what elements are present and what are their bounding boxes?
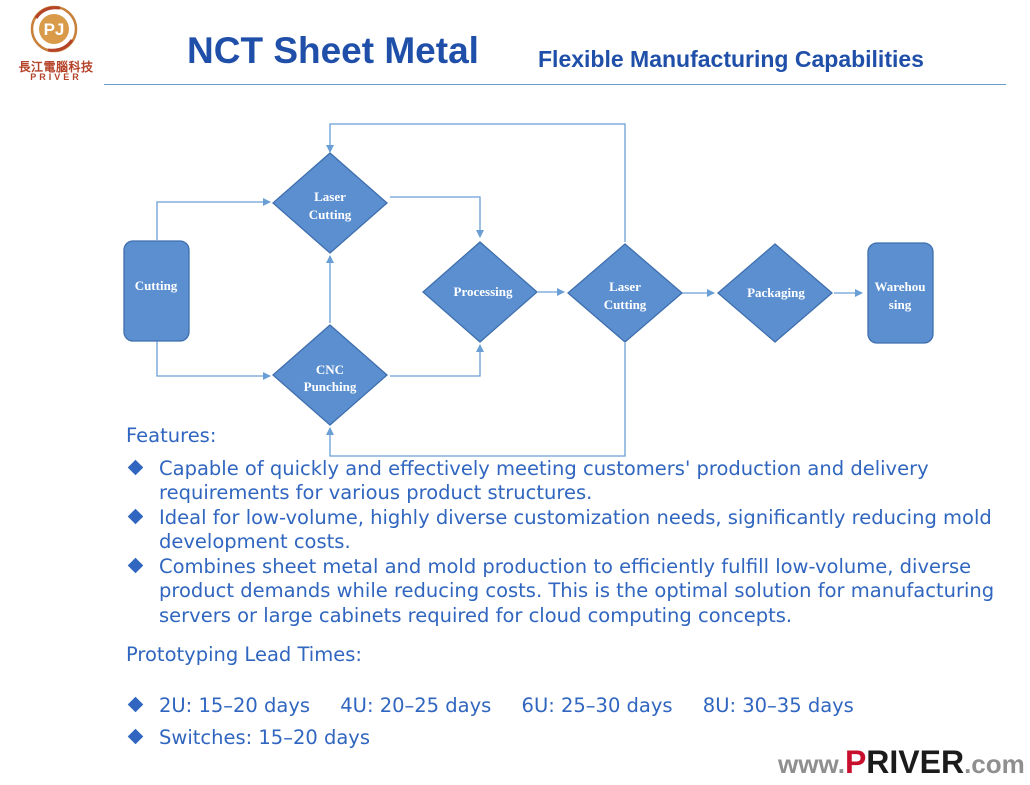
- page-title: NCT Sheet Metal: [187, 30, 479, 71]
- node-cnc-punching: [272, 324, 388, 426]
- brand-p: P: [844, 744, 867, 780]
- logo-chinese-name: 長江電腦科技: [18, 60, 94, 74]
- feature-item: Capable of quickly and effectively meeti…: [126, 457, 1006, 506]
- node-laser2-label-1: Laser: [609, 279, 641, 294]
- lead-time-8u: 8U: 30–35 days: [702, 693, 854, 717]
- node-laser-cutting-2: [567, 243, 683, 343]
- diamond-bullet-icon: [127, 459, 144, 475]
- feature-item: Combines sheet metal and mold production…: [126, 555, 1006, 629]
- node-cutting-label: Cutting: [135, 278, 178, 293]
- node-cnc-label-2: Punching: [304, 379, 357, 394]
- brand-suffix: .com: [964, 749, 1025, 779]
- lead-time-2u: 2U: 15–20 days: [159, 693, 311, 717]
- edge-cutting-to-cnc: [156, 341, 271, 380]
- company-logo: PJ 長江電腦科技 PRIVER: [10, 4, 100, 84]
- lead-time-switches: Switches: 15–20 days: [159, 726, 370, 749]
- feature-text: Ideal for low-volume, highly diverse cus…: [159, 505, 992, 554]
- diamond-bullet-icon: [127, 557, 144, 573]
- lead-times-heading: Prototyping Lead Times:: [126, 643, 362, 666]
- node-warehousing: [867, 242, 934, 344]
- features-list: Capable of quickly and effectively meeti…: [126, 457, 1006, 629]
- title-divider: [104, 84, 1006, 85]
- logo-emblem-icon: PJ: [30, 5, 78, 53]
- process-flow-diagram: Cutting Laser Cutting CNC Punching Proce…: [123, 123, 934, 457]
- feature-text: Capable of quickly and effectively meeti…: [159, 456, 929, 505]
- node-laser1-label-1: Laser: [314, 189, 346, 204]
- node-laser-cutting-1: [272, 152, 388, 254]
- logo-mark-text: PJ: [44, 20, 65, 39]
- node-warehousing-label-2: sing: [889, 297, 912, 312]
- edge-cnc-to-processing: [390, 344, 484, 377]
- node-cnc-label-1: CNC: [316, 362, 344, 377]
- diamond-bullet-icon: [127, 508, 144, 524]
- edge-laser2-loop-bottom: [326, 343, 626, 457]
- node-cutting: [123, 240, 190, 342]
- node-processing: [422, 241, 538, 343]
- brand-prefix: www.: [778, 749, 845, 779]
- lead-times-row-switches: Switches: 15–20 days: [126, 726, 1006, 751]
- node-laser2-label-2: Cutting: [604, 297, 647, 312]
- edge-laser-to-processing: [390, 196, 484, 238]
- logo-english-name: PRIVER: [30, 72, 82, 82]
- diamond-bullet-icon: [127, 696, 144, 712]
- lead-times-row: 2U: 15–20 days 4U: 20–25 days 6U: 25–30 …: [126, 694, 1006, 719]
- diamond-bullet-icon: [127, 728, 144, 745]
- brand-website-logo: www.PRIVER.com: [778, 744, 1025, 781]
- brand-river: RIVER: [866, 744, 965, 780]
- edge-laser2-loop-top: [326, 123, 626, 242]
- node-laser1-label-2: Cutting: [309, 207, 352, 222]
- feature-item: Ideal for low-volume, highly diverse cus…: [126, 506, 1006, 555]
- node-warehousing-label-1: Warehou: [874, 279, 925, 294]
- feature-text: Combines sheet metal and mold production…: [159, 554, 995, 627]
- edge-cutting-to-laser: [156, 198, 271, 240]
- features-heading: Features:: [126, 424, 217, 447]
- node-packaging: [717, 243, 833, 343]
- lead-time-4u: 4U: 20–25 days: [340, 693, 492, 717]
- node-processing-label: Processing: [454, 284, 513, 299]
- node-packaging-label: Packaging: [747, 285, 805, 300]
- page-subtitle: Flexible Manufacturing Capabilities: [538, 46, 924, 72]
- features-section: Features: Capable of quickly and effecti…: [126, 424, 1006, 751]
- lead-time-6u: 6U: 25–30 days: [521, 693, 673, 717]
